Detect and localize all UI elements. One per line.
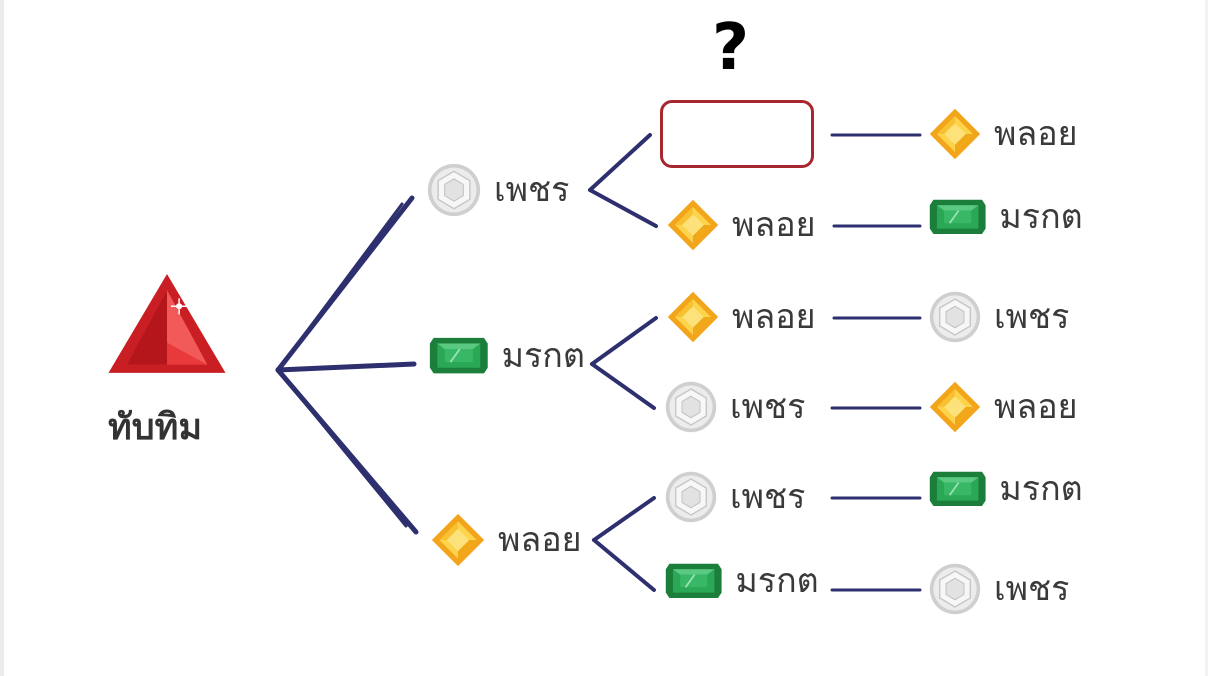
- branch-0-node-label: เพชร: [494, 170, 570, 210]
- branch-1-child-1-node: เพชร: [664, 380, 805, 434]
- diamond-icon: [664, 470, 718, 524]
- branch-1-node: มรกต: [428, 336, 585, 375]
- branch-2-child-0-node: เพชร: [664, 470, 805, 524]
- topaz-icon: [928, 107, 982, 161]
- emerald-icon: [664, 562, 723, 600]
- emerald-icon: [428, 336, 490, 375]
- blank-answer-box[interactable]: [660, 100, 814, 168]
- branch-2-node: พลอย: [430, 512, 582, 568]
- diamond-icon: [928, 562, 982, 616]
- leaf-2-1-node: เพชร: [928, 562, 1069, 616]
- topaz-icon: [666, 290, 720, 344]
- branch-2-child-0-node-label: เพชร: [730, 477, 806, 517]
- connector-branch-1-to-child-0: [590, 316, 658, 366]
- frame-edge-left: [0, 0, 4, 676]
- branch-2-child-1-node: มรกต: [664, 562, 819, 600]
- connector-branch-2-to-child-0: [592, 496, 656, 542]
- leaf-0-1-node-label: มรกต: [999, 196, 1083, 237]
- connector-branch-0-to-child-0: [588, 133, 652, 192]
- leaf-0-1-node: มรกต: [928, 198, 1083, 236]
- ruby-icon: [106, 272, 228, 377]
- branch-0-child-1-node: พลอย: [666, 198, 816, 252]
- leaf-2-0-node: มรกต: [928, 470, 1083, 508]
- topaz-icon: [430, 512, 486, 568]
- connector-root-shadow-1: [276, 362, 406, 372]
- leaf-1-1-node-label: พลอย: [994, 387, 1078, 427]
- leaf-2-1-node-label: เพชร: [994, 569, 1070, 609]
- branch-2-child-1-node-label: มรกต: [735, 560, 819, 601]
- topaz-icon: [666, 198, 720, 252]
- branch-0-node: เพชร: [426, 162, 569, 218]
- leaf-2-0-node-label: มรกต: [999, 468, 1083, 509]
- leaf-1-0-node-label: เพชร: [994, 297, 1070, 337]
- root-label: ทับทิม: [108, 407, 203, 448]
- leaf-1-1-node: พลอย: [928, 380, 1078, 434]
- diamond-icon: [426, 162, 482, 218]
- diamond-icon: [928, 290, 982, 344]
- branch-1-child-0-node: พลอย: [666, 290, 816, 344]
- connector-branch-1-to-child-1: [590, 362, 656, 410]
- leaf-0-0-node-label: พลอย: [994, 114, 1078, 154]
- branch-1-node-label: มรกต: [501, 335, 585, 376]
- leaf-0-0-node: พลอย: [928, 107, 1078, 161]
- connector-branch-2-to-child-1: [592, 538, 656, 592]
- connector-root-shadow-2: [276, 368, 408, 528]
- question-mark: ?: [712, 11, 750, 85]
- emerald-icon: [928, 198, 987, 236]
- branch-1-child-0-node-label: พลอย: [732, 297, 816, 337]
- topaz-icon: [928, 380, 982, 434]
- frame-edge-right: [1205, 0, 1208, 676]
- connector-root-shadow-0: [276, 202, 404, 372]
- branch-2-node-label: พลอย: [498, 520, 582, 560]
- branch-1-child-1-node-label: เพชร: [730, 387, 806, 427]
- diamond-icon: [664, 380, 718, 434]
- root-gem: [106, 272, 228, 377]
- emerald-icon: [928, 470, 987, 508]
- connector-branch-0-to-child-1: [588, 188, 658, 228]
- leaf-1-0-node: เพชร: [928, 290, 1069, 344]
- branch-0-child-1-node-label: พลอย: [732, 205, 816, 245]
